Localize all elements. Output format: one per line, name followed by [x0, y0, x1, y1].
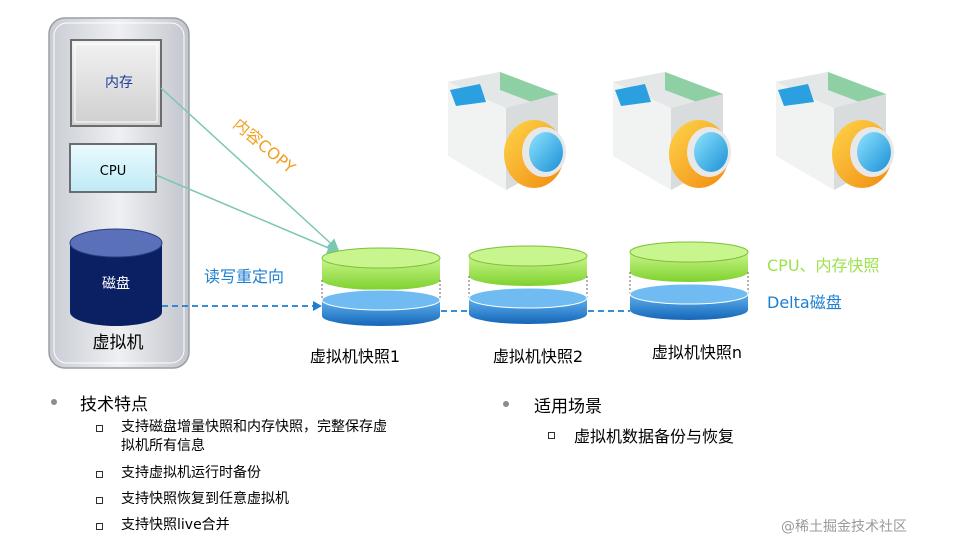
vm-label: 虚拟机	[93, 333, 144, 353]
cpu-copy-arrow	[155, 174, 340, 254]
snapshot-2-label: 虚拟机快照2	[493, 347, 583, 366]
legend-delta-disk: Delta磁盘	[767, 293, 842, 312]
memory-copy-arrow	[160, 87, 340, 252]
tech-item-1: 支持磁盘增量快照和内存快照，完整保存虚	[121, 419, 387, 435]
memory-box: 内存	[70, 39, 162, 127]
snapshot-1	[321, 247, 441, 326]
usage-item-1: 虚拟机数据备份与恢复	[574, 427, 735, 446]
tech-item-3: 支持快照恢复到任意虚拟机	[121, 491, 289, 507]
tech-item-2: 支持虚拟机运行时备份	[121, 465, 261, 481]
snapshot-1-label: 虚拟机快照1	[310, 347, 400, 366]
tech-title: 技术特点	[80, 395, 148, 415]
memory-label: 内存	[105, 75, 133, 91]
tech-item-1-cont: 拟机所有信息	[121, 438, 205, 454]
copy-label: 内容COPY	[229, 115, 299, 178]
redirect-label: 读写重定向	[204, 267, 284, 286]
legend-cpu-mem-snapshot: CPU、内存快照	[767, 256, 880, 275]
camera-icon	[448, 72, 566, 190]
bullet-dot	[51, 399, 57, 405]
snapshot-n	[629, 241, 749, 320]
snapshot-n-label: 虚拟机快照n	[652, 343, 742, 362]
cpu-label: CPU	[100, 164, 126, 179]
camera-icon	[776, 72, 894, 190]
snapshot-2	[468, 245, 588, 324]
watermark: @稀土掘金技术社区	[781, 519, 907, 535]
bullet-dot	[503, 401, 509, 407]
bullet-square	[96, 523, 103, 530]
usage-title: 适用场景	[534, 397, 602, 417]
disk-label: 磁盘	[102, 275, 130, 292]
disk-cylinder: 磁盘	[69, 228, 163, 326]
bullet-square	[96, 471, 103, 478]
camera-icon	[613, 72, 731, 190]
bullet-square	[548, 432, 555, 439]
cpu-box: CPU	[69, 143, 157, 193]
bullet-square	[96, 497, 103, 504]
redirect-arrowhead	[313, 301, 322, 311]
tech-item-4: 支持快照live合并	[121, 517, 230, 533]
bullet-square	[96, 425, 103, 432]
